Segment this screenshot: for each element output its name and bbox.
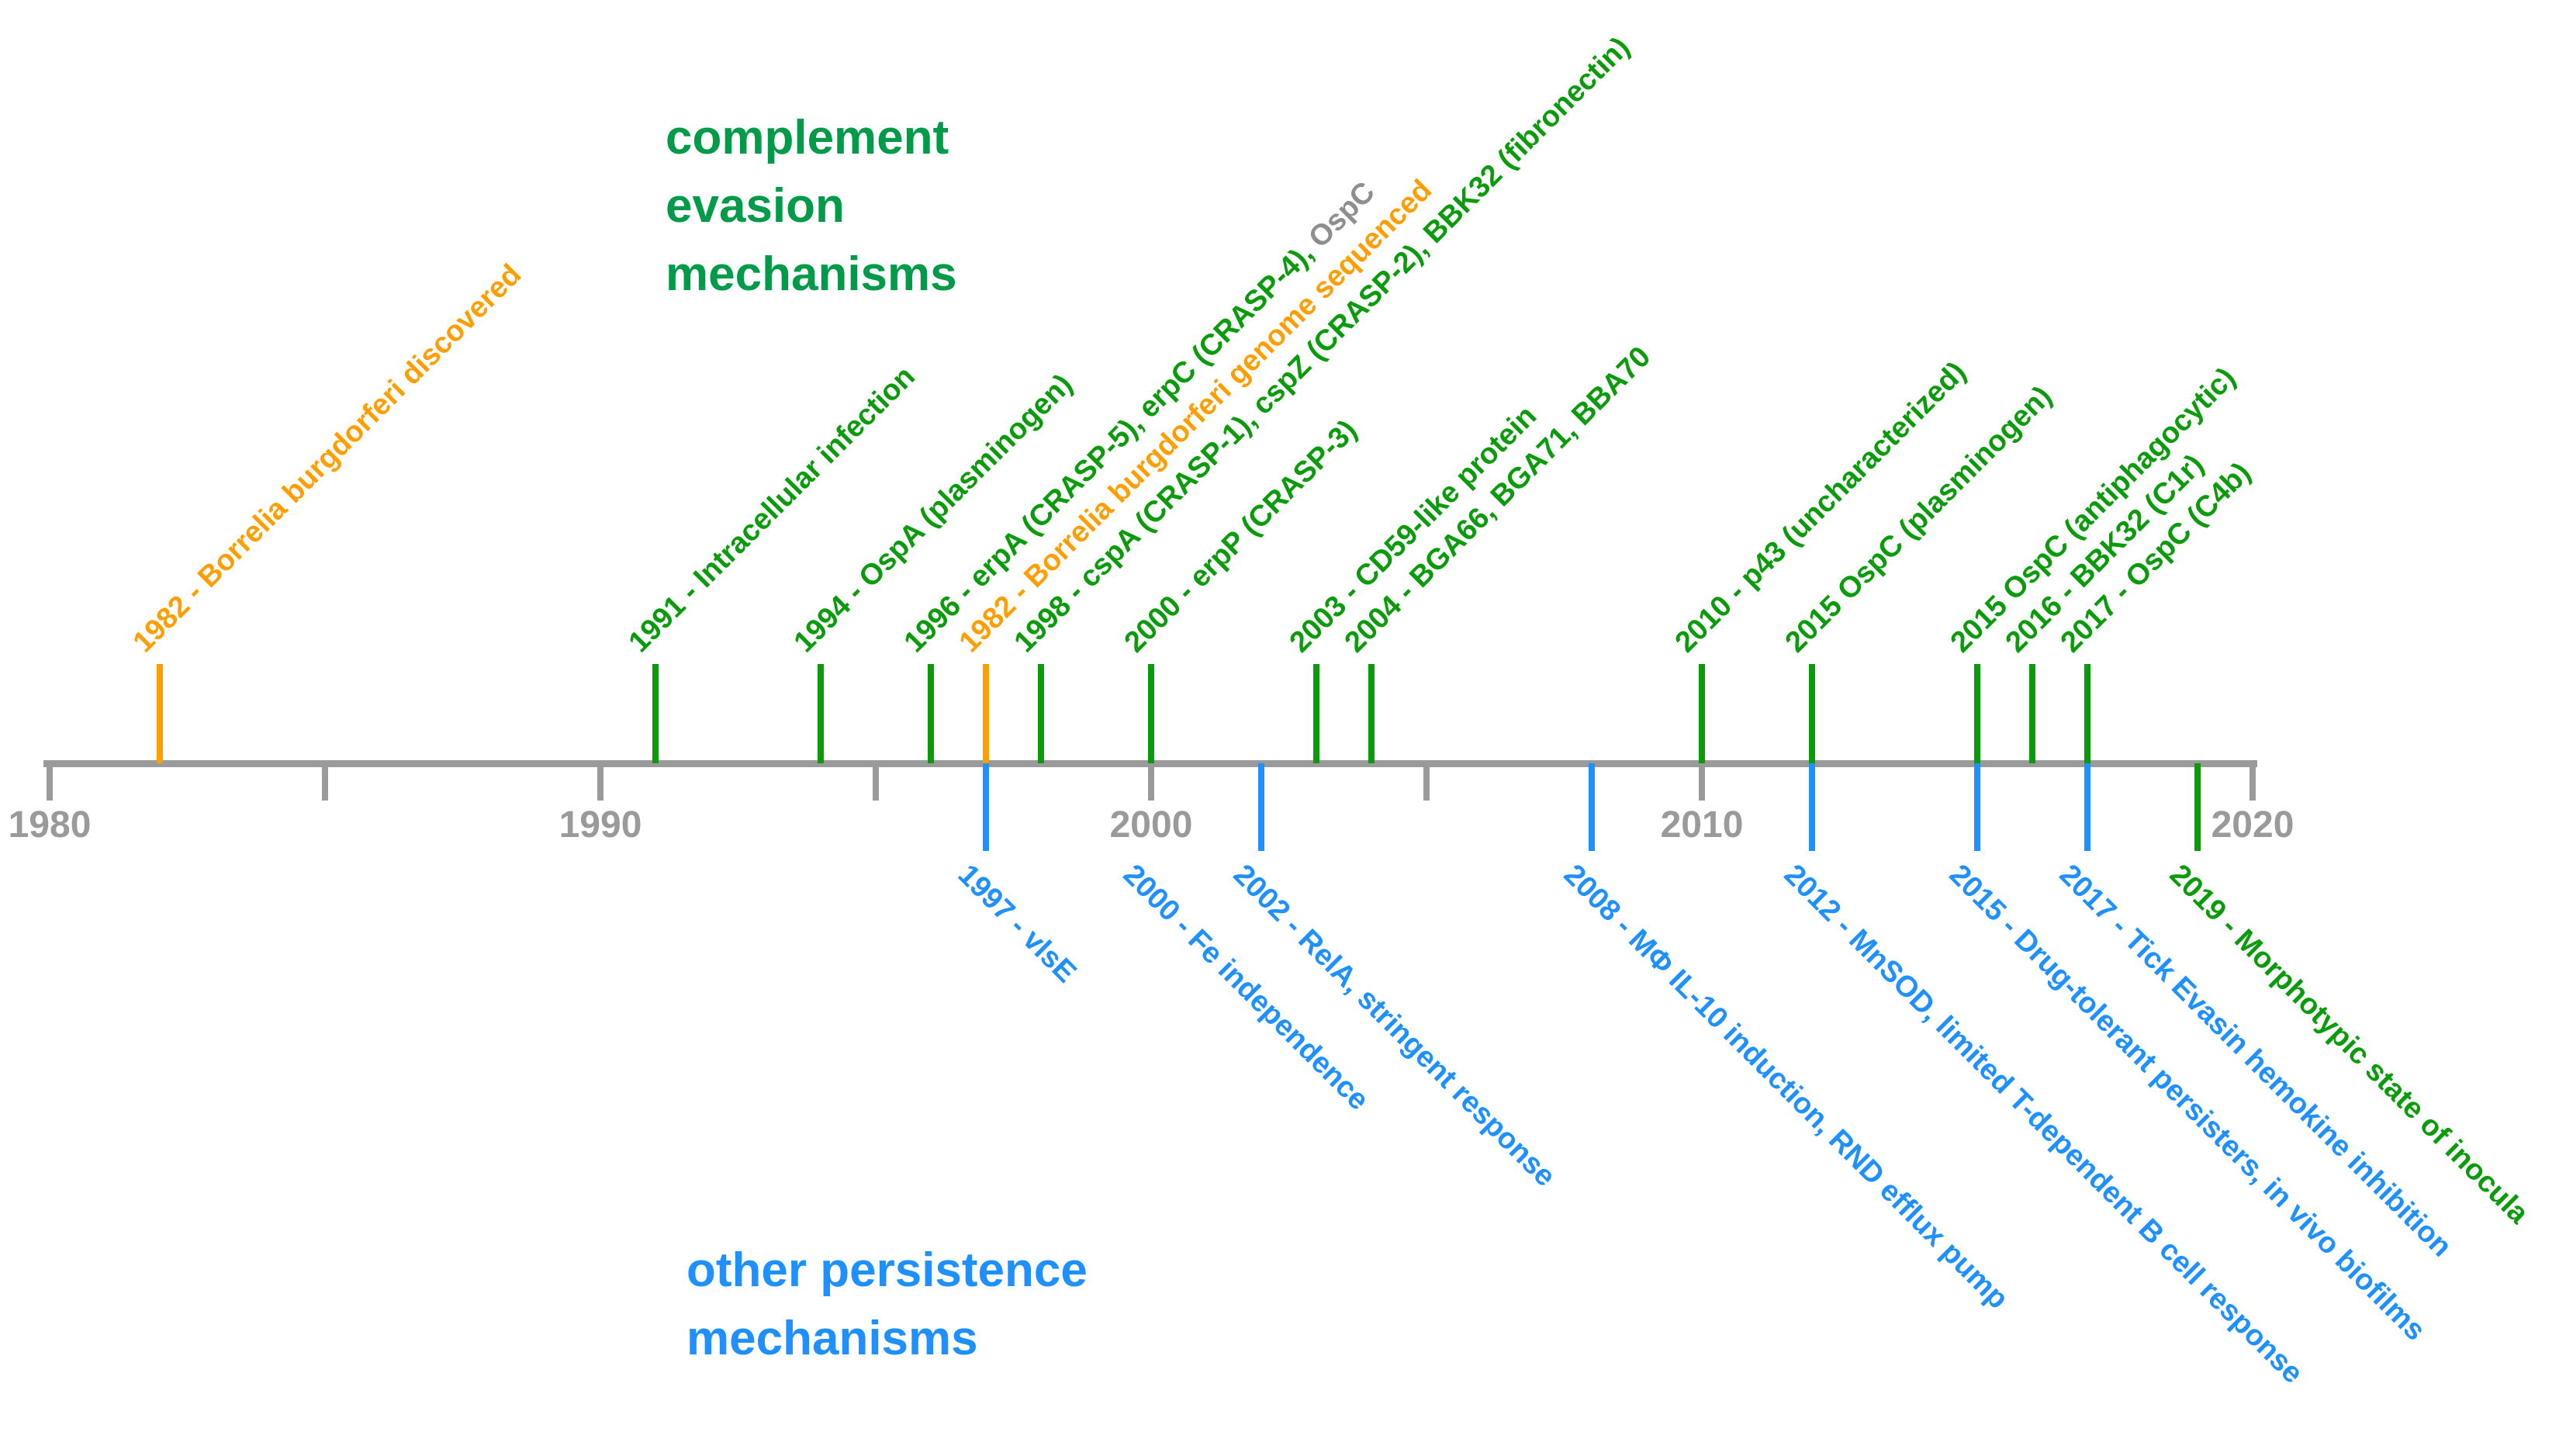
event-label-text: 1998 - cspA (CRASP-1), cspZ (CRASP-2), B… bbox=[1008, 30, 1637, 659]
axis-tick-2020 bbox=[2249, 763, 2256, 801]
event-line-below-2008 bbox=[1589, 763, 1595, 851]
axis-minor-tick-2005 bbox=[1423, 763, 1430, 801]
event-label-text: 1997 - vlsE bbox=[951, 858, 1083, 990]
event-label-part: 1991 - Intracellular infection bbox=[622, 360, 922, 659]
event-label-part: 1997 - vlsE bbox=[951, 858, 1083, 990]
event-label-part: 1982 - Borrelia burgdorferi discovered bbox=[126, 258, 528, 659]
axis-minor-tick-1985 bbox=[322, 763, 328, 801]
axis-tick-label-2010: 2010 bbox=[1660, 804, 1744, 846]
event-line-above-1998 bbox=[1038, 664, 1044, 763]
legend-other-persistence-mechanisms: other persistence mechanisms bbox=[686, 1236, 1088, 1373]
event-line-above-2015 bbox=[1974, 664, 1980, 763]
event-line-above-2010 bbox=[1699, 664, 1705, 763]
event-label-text: 1991 - Intracellular infection bbox=[622, 360, 922, 659]
event-line-above-2003 bbox=[1313, 664, 1319, 763]
event-label-text: 1996 - erpA (CRASP-5), erpC (CRASP-4), O… bbox=[897, 175, 1382, 659]
axis-tick-label-2000: 2000 bbox=[1109, 804, 1193, 846]
event-line-above-2017 bbox=[2084, 664, 2090, 763]
axis-tick-label-1980: 1980 bbox=[8, 804, 92, 846]
axis-minor-tick-1995 bbox=[873, 763, 879, 801]
legend-top-line-2: evasion bbox=[666, 179, 845, 233]
event-label-part: 1996 - erpA (CRASP-5), erpC (CRASP-4), bbox=[897, 231, 1326, 659]
axis-tick-2000 bbox=[1148, 763, 1154, 801]
event-line-above-2012 bbox=[1809, 664, 1815, 763]
event-line-below-2015 bbox=[1974, 763, 1980, 851]
legend-bottom-line-2: mechanisms bbox=[686, 1312, 978, 1365]
event-label-part: 1998 - cspA (CRASP-1), cspZ (CRASP-2), B… bbox=[1008, 30, 1637, 659]
event-line-above-1997 bbox=[983, 664, 989, 763]
axis-tick-2010 bbox=[1699, 763, 1705, 801]
event-label-text: 2004 - BGA66, BGA71, BBA70 bbox=[1338, 340, 1658, 659]
event-label-part: 2008 - MΦ IL-10 induction, RND efflux pu… bbox=[1557, 858, 2014, 1316]
event-line-below-2017 bbox=[2084, 763, 2090, 851]
event-line-below-2019 bbox=[2194, 763, 2201, 851]
event-line-above-2016 bbox=[2029, 664, 2035, 763]
event-line-above-1994 bbox=[818, 664, 824, 763]
axis-tick-label-2020: 2020 bbox=[2211, 804, 2294, 846]
axis-tick-1980 bbox=[47, 763, 53, 801]
event-line-below-2012 bbox=[1809, 763, 1815, 851]
event-label-text: 2008 - MΦ IL-10 induction, RND efflux pu… bbox=[1557, 858, 2014, 1316]
event-line-above-1996 bbox=[928, 664, 934, 763]
event-line-below-1997 bbox=[983, 763, 989, 851]
axis-tick-1990 bbox=[597, 763, 603, 801]
legend-top-line-3: mechanisms bbox=[666, 247, 957, 301]
axis-tick-label-1990: 1990 bbox=[558, 804, 642, 846]
legend-top-line-1: complement bbox=[666, 111, 949, 164]
event-line-below-2002 bbox=[1258, 763, 1264, 851]
event-line-above-2000 bbox=[1148, 664, 1154, 763]
event-label-part: 2004 - BGA66, BGA71, BBA70 bbox=[1338, 340, 1658, 659]
legend-bottom-line-1: other persistence bbox=[686, 1243, 1088, 1297]
legend-complement-evasion-mechanisms: complement evasion mechanisms bbox=[666, 104, 957, 309]
event-line-above-1982 bbox=[157, 664, 163, 763]
event-line-above-1991 bbox=[652, 664, 659, 763]
event-label-text: 1982 - Borrelia burgdorferi discovered bbox=[126, 258, 528, 659]
event-line-above-2004 bbox=[1368, 664, 1375, 763]
